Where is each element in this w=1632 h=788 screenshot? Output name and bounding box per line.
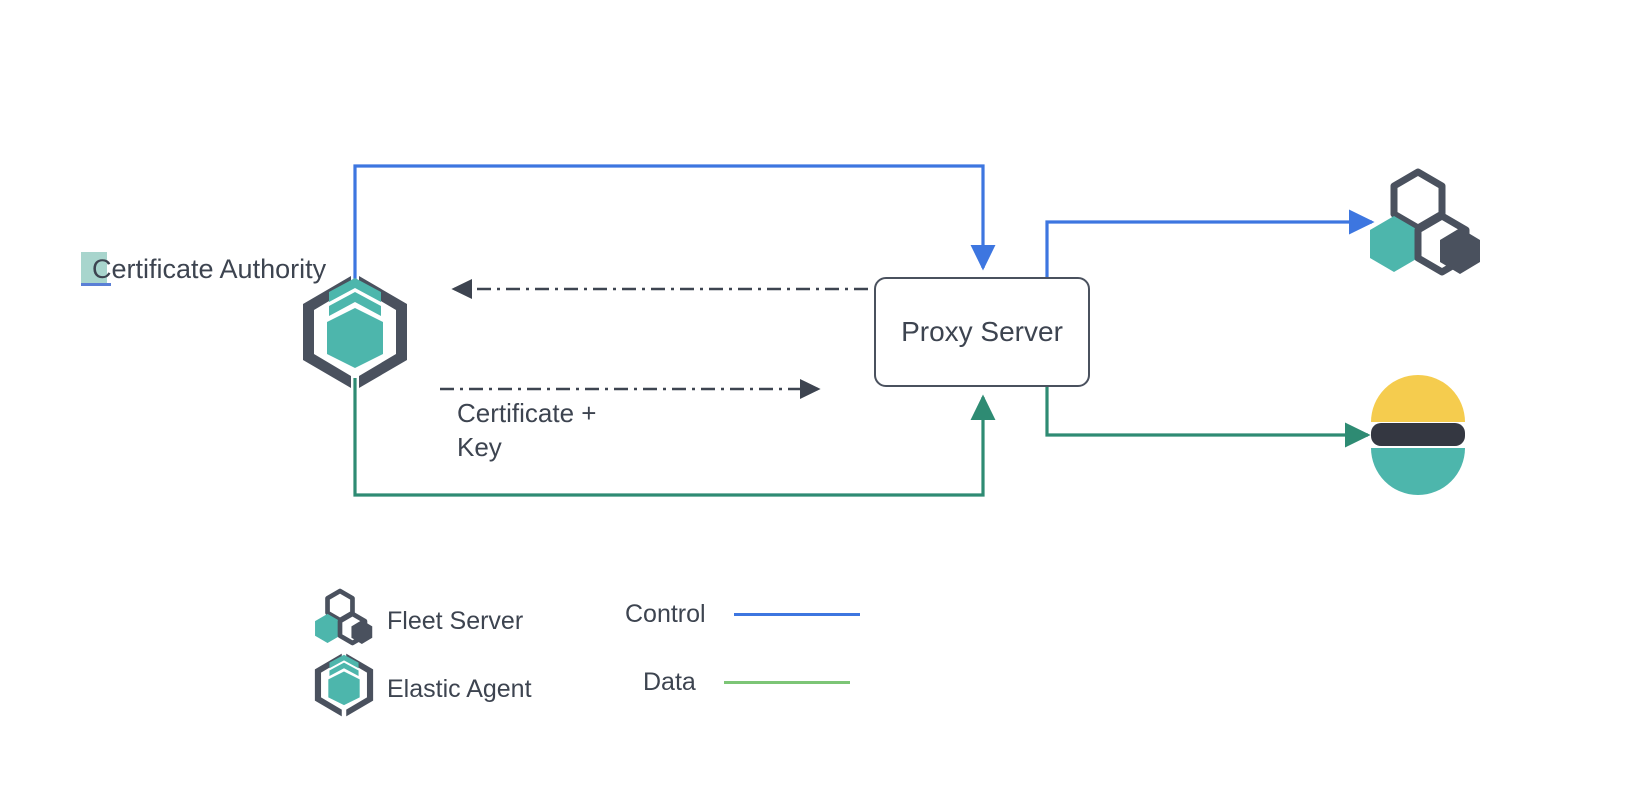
legend-elastic-agent-icon [314,653,374,717]
fleet-server-icon [1370,168,1480,276]
elasticsearch-icon [1371,375,1465,495]
certificate-key-line-1: Certificate + [457,398,597,428]
proxy-server-label: Proxy Server [901,316,1063,347]
legend-fleet-server-label: Fleet Server [387,606,524,635]
control-edge-agent-to-proxy [353,164,996,288]
legend-item-fleet-server: Fleet Server [305,592,523,650]
certificate-key-label: Certificate + Key [457,396,647,464]
legend-control-line-swatch [733,613,860,616]
proxy-server-node[interactable]: Proxy Server [874,277,1090,387]
legend-fleet-server-icon [315,588,373,646]
legend: Fleet Server Elastic Agent Control Data [305,588,905,718]
certificate-authority-label: Certificate Authority [92,254,327,284]
text-cursor-underline [81,283,111,286]
legend-fleet-server-icon-slot [305,592,363,650]
elastic-agent-icon [303,276,407,388]
legend-elastic-agent-icon-slot [305,660,363,718]
legend-item-control: Control [625,600,860,629]
legend-control-label: Control [625,600,706,628]
data-edge-agent-to-proxy [353,378,996,497]
data-edge-proxy-to-elasticsearch [1045,387,1371,448]
legend-item-elastic-agent: Elastic Agent [305,660,532,718]
control-edge-proxy-to-fleet [1045,209,1375,281]
legend-item-data: Data [643,668,850,697]
legend-elastic-agent-label: Elastic Agent [387,674,532,703]
certificate-key-line-2: Key [457,432,502,462]
legend-data-line-swatch [723,681,850,684]
text-selection-highlight [81,252,107,284]
legend-data-label: Data [643,668,696,696]
